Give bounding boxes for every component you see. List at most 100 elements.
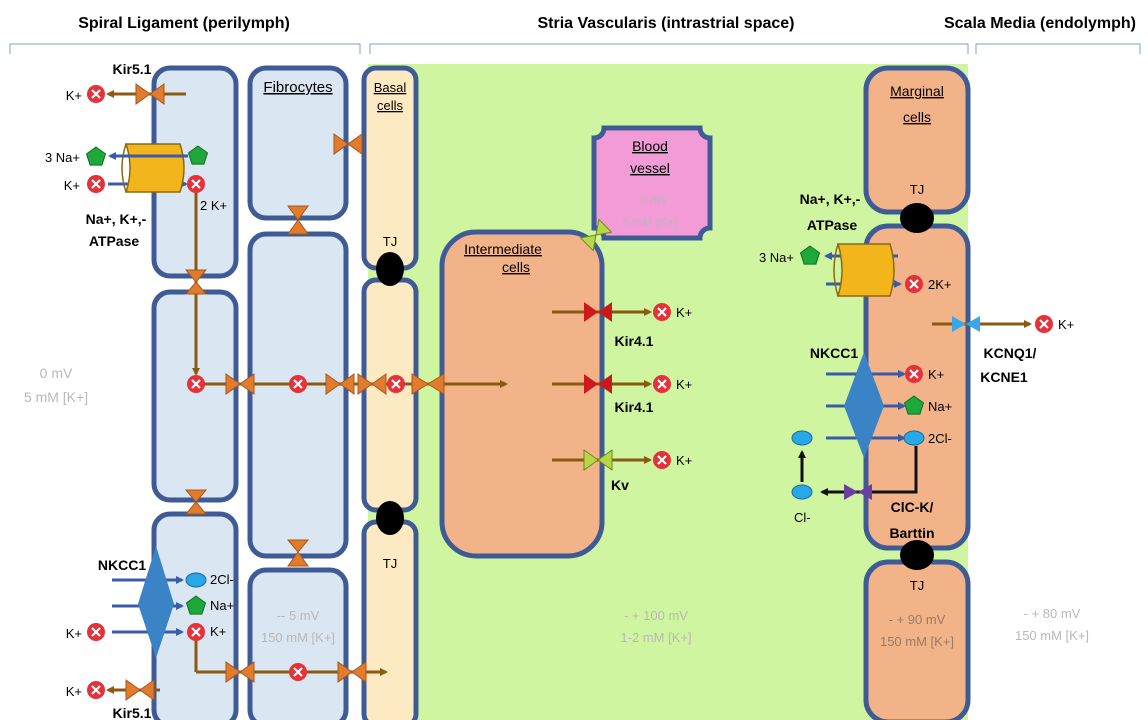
cl-ion-icon [904,431,924,445]
kir41-a-label: Kir4.1 [615,333,654,349]
k-ion-icon [87,175,105,193]
intrastrial-potential: - + 100 mV [624,608,688,623]
clck-label-line1: ClC-K/ [891,499,934,515]
tj-label-marginal-lower: TJ [910,578,924,593]
ion-label-3na: 3 Na+ [45,150,80,165]
blood-vessel-label-line2: vessel [630,160,670,176]
endolymph-potential: - + 80 mV [1024,606,1081,621]
fibrocyte-cell [250,570,346,720]
cl-ion-icon [792,431,812,445]
tight-junction-marginal-upper [900,203,934,233]
intermediate-cell [442,232,602,556]
region-title-spiral-ligament: Spiral Ligament (perilymph) [78,15,290,32]
ion-label-k: K+ [66,684,82,699]
k-ion-icon [187,175,205,193]
perilymph-k-concentration: 5 mM [K+] [24,389,88,405]
tight-junction-basal-lower [376,501,404,535]
ion-label-k: K+ [676,377,692,392]
perilymph-potential: 0 mV [40,365,73,381]
k-ion-icon [87,681,105,699]
nak-atpase-left-label-line2: ATPase [89,233,140,249]
fibrocyte-k-concentration: 150 mM [K+] [261,630,335,645]
kv-label: Kv [611,477,629,493]
tj-label-marginal-upper: TJ [910,182,924,197]
na-ion-icon [87,147,106,165]
kir51-bottom-label: Kir5.1 [113,705,152,720]
ion-label-k: K+ [1058,317,1074,332]
kir41-b-label: Kir4.1 [615,399,654,415]
ion-label-k: K+ [676,453,692,468]
fibrocyte-cell [250,234,346,556]
ion-label-3na: 3 Na+ [759,250,794,265]
k-ion-icon [387,375,405,393]
intermediate-cells-label-line2: cells [502,259,530,275]
nak-atpase-right-label-line1: Na+, K+,- [800,191,861,207]
blood-vessel-potential: 0 mV [640,193,668,207]
bowtie-icon [338,662,366,682]
basal-cell [364,522,416,720]
endolymph-k-concentration: 150 mM [K+] [1015,628,1089,643]
bowtie-icon [226,374,254,394]
k-ion-icon [653,303,671,321]
brace-scala-media [976,44,1140,54]
nak-atpase-right [834,244,894,296]
ion-label-k: K+ [928,367,944,382]
k-ion-icon [905,365,923,383]
marginal-potential: - + 90 mV [889,612,946,627]
nkcc1-right-label: NKCC1 [810,345,858,361]
bowtie-icon [226,662,254,682]
ion-label-na: Na+ [928,399,952,414]
clck-label-line2: Barttin [889,525,934,541]
marginal-cells-label-line1: Marginal [890,83,944,99]
kcnq1-label-line1: KCNQ1/ [984,345,1037,361]
kcnq1-label-line2: KCNE1 [980,369,1028,385]
ion-label-2cl: 2Cl- [928,431,952,446]
basal-cells-label-line2: cells [377,98,404,113]
tight-junction-basal-upper [376,252,404,286]
k-ion-icon [187,623,205,641]
intermediate-cells-label-line1: Intermediate [464,241,542,257]
bowtie-icon [126,680,154,700]
blood-vessel-label-line1: Blood [632,138,668,154]
ion-label-k: K+ [210,624,226,639]
marginal-cells-label-line2: cells [903,109,931,125]
k-ion-icon [653,451,671,469]
ion-label-2k: 2K+ [928,277,952,292]
ion-label-k: K+ [66,626,82,641]
brace-stria-vascularis [370,44,968,54]
fibrocyte-potential: -- 5 mV [277,608,320,623]
nkcc1-left-label: NKCC1 [98,557,146,573]
basal-cell-column [364,68,416,720]
ion-label-2k: 2 K+ [200,198,227,213]
cl-ion-icon [792,485,812,499]
k-ion-icon [87,85,105,103]
k-ion-icon [289,663,307,681]
kir51-top-label: Kir5.1 [113,61,152,77]
nak-atpase-left-label-line1: Na+, K+,- [86,211,147,227]
ion-label-cl: Cl- [794,510,811,525]
cl-ion-icon [186,573,206,587]
basal-cells-label-line1: Basal [374,80,407,95]
region-title-scala-media: Scala Media (endolymph) [944,15,1136,32]
ion-label-2cl: 2Cl- [210,572,234,587]
k-ion-icon [1035,315,1053,333]
k-ion-icon [289,375,307,393]
bowtie-icon [136,84,164,104]
ion-label-k: K+ [676,305,692,320]
bowtie-icon [186,270,206,294]
k-ion-icon [905,275,923,293]
marginal-k-concentration: 150 mM [K+] [880,634,954,649]
basal-cell [364,280,416,510]
tight-junction-marginal-lower [900,540,934,570]
blood-vessel-k-concentration: 5 mM [K+] [622,215,677,229]
ion-label-na: Na+ [210,598,234,613]
intrastrial-k-concentration: 1-2 mM [K+] [620,630,691,645]
nak-atpase-right-label-line2: ATPase [807,217,858,233]
fibrocytes-label: Fibrocytes [263,79,332,96]
tj-label-basal-upper: TJ [383,234,397,249]
k-ion-icon [87,623,105,641]
ion-label-k: K+ [66,88,82,103]
tj-label-basal-lower: TJ [383,556,397,571]
k-ion-icon [653,375,671,393]
